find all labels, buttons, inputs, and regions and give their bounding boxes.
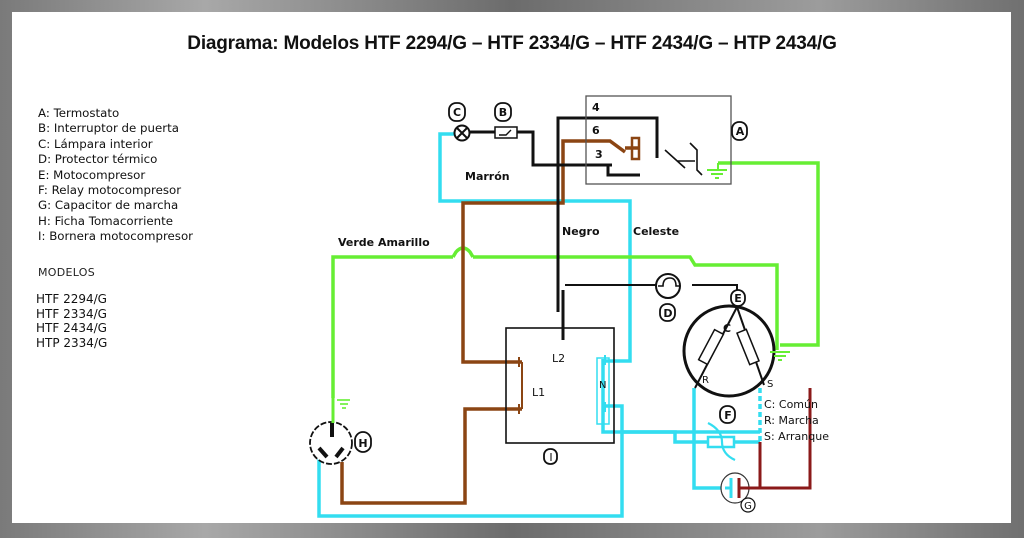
label-bubble-b [494,102,512,122]
legend-item-d: D: Protector térmico [38,152,158,167]
legend-item-h: H: Ficha Tomacorriente [38,213,173,228]
terminal-key-start: S: Arranque [764,430,829,443]
wire-label-brown: Marrón [465,170,510,183]
component-letter-b: B [499,106,507,119]
terminal-block [505,327,615,444]
component-letter-d: D [663,307,672,320]
terminal-n-label: N [599,380,606,391]
compressor-terminal-c: C [723,322,731,335]
legend-item-f: F: Relay motocompresor [38,183,182,198]
model-item: HTF 2294/G [36,292,107,306]
model-item: HTF 2434/G [36,321,107,336]
terminal-l1-label: L1 [532,386,545,399]
run-winding-resistor [697,328,725,366]
label-bubble-d [659,303,676,322]
power-plug-icon [309,421,353,465]
legend-item-a: A: Termostato [38,106,120,120]
component-letter-h: H [358,437,367,450]
negro-main-wire [556,116,659,312]
door-switch-icon [494,126,518,139]
compressor-terminal-s: S [767,379,773,390]
model-item: HTP 2334/G [36,335,108,350]
component-letter-c: C [453,106,461,119]
component-letter-f: F [724,409,732,422]
legend-item-i: I: Bornera motocompresor [38,229,194,244]
plug-ground-icon [337,399,350,409]
model-item: HTF 2334/G [36,306,107,321]
terminal-key-run: R: Marcha [764,414,819,427]
lamp-lightblue-wire [438,132,632,363]
relay-ptc-curve [707,422,736,461]
label-bubble-c [448,102,466,122]
wire-label-black: Negro [562,225,600,238]
label-bubble-a [731,121,748,141]
label-bubble-g [740,497,756,513]
thermostat-switch-symbol [664,142,703,176]
earth-main-wire-2 [473,255,779,350]
label-bubble-f [719,405,736,424]
component-letter-a: A [736,125,745,138]
thermostat-terminal-4: 4 [592,101,600,114]
capacitor-darkred-wire [758,388,812,490]
black-wires [470,116,659,340]
brown-plug-wire [340,407,522,505]
brown-l1-wire-2 [461,311,522,364]
legend-item-c: C: Lámpara interior [38,136,153,151]
label-bubble-h [354,431,372,453]
label-bubble-e [730,289,746,307]
earth-wires [331,161,820,398]
terminal-key-common: C: Común [764,398,818,411]
component-letter-e: E [734,292,742,305]
brown-l1-wire [461,139,585,311]
thermostat-contact-block [630,136,641,161]
component-letter-g: G [744,501,752,512]
neutral-terminal [596,357,610,425]
terminal-l2-label: L2 [552,352,565,365]
wire-label-green-yellow: Verde Amarillo [338,236,430,249]
thermostat-out [606,165,640,177]
models-heading: MODELOS [38,266,96,279]
thermostat-box [585,95,732,185]
earth-main-wire [331,255,453,398]
wire-label-lightblue: Celeste [633,225,679,238]
diagram-title: Diagrama: Modelos HTF 2294/G – HTF 2334/… [187,33,837,54]
legend-item-b: B: Interruptor de puerta [38,121,179,136]
thermostat-terminal-6: 6 [592,124,600,137]
component-legend: A: Termostato B: Interruptor de puerta C… [38,106,193,245]
diagram-sheet [12,12,1011,523]
compressor-ground-icon [770,351,790,361]
compressor-terminal-r: R [702,375,709,386]
neutral-box-wire [601,359,760,434]
brown-wires [340,139,640,505]
run-lightblue-wire [692,388,725,490]
start-winding-resistor [736,328,760,366]
switch-thermostat-wire [517,130,612,167]
thermostat-terminal-3: 3 [595,148,603,161]
component-letter-i: I [549,451,552,464]
earth-thermostat-wire [718,161,820,347]
thermostat-ground-icon [707,163,727,179]
legend-item-e: E: Motocompresor [38,167,146,182]
models-list: HTF 2294/G HTF 2334/G HTF 2434/G HTP 233… [36,292,107,350]
legend-item-g: G: Capacitor de marcha [38,198,179,213]
label-bubble-i [543,448,558,465]
brown-thermostat-contact [585,139,627,154]
neutral-out-wire [317,404,624,518]
